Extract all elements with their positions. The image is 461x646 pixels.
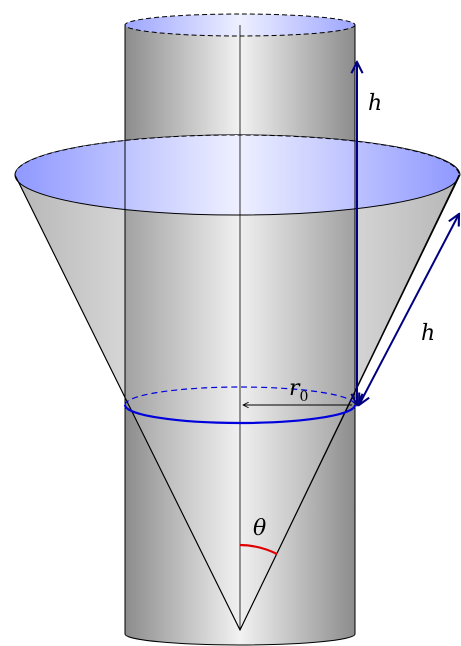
slant-height-arrow: [359, 214, 459, 405]
cone-top-front-edge: [14, 174, 460, 216]
angle-arc: [239, 543, 278, 555]
radius-label: r0: [289, 376, 308, 405]
vertical-height-label: h: [368, 91, 382, 116]
intersection-circle-back: [124, 386, 356, 406]
cone-top-back-edge: [14, 134, 460, 176]
slant-height-label: h: [421, 321, 435, 346]
angle-label: θ: [253, 516, 266, 541]
intersection-circle-front: [123, 404, 357, 425]
cone-left-slant-edge: [14, 174, 241, 631]
cone-top-ellipse: [15, 135, 459, 215]
